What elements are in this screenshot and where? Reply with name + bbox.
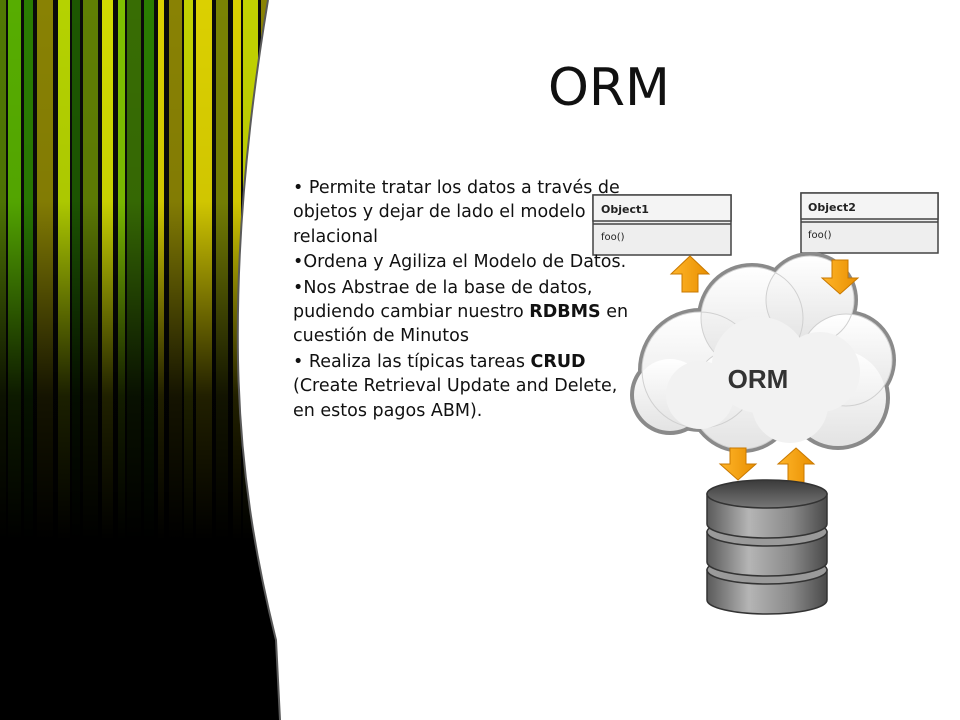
arrow-down-icon xyxy=(820,259,860,295)
slide-title: ORM xyxy=(548,58,670,118)
cloud-icon: ORM xyxy=(630,252,896,453)
bullet-list: • Permite tratar los datos a través de o… xyxy=(293,176,638,424)
orm-diagram: Object1 foo() Object2 foo() xyxy=(592,192,939,615)
decorative-curtain-art xyxy=(0,0,281,720)
object2-name: Object2 xyxy=(808,201,856,214)
bullet-item: • Realiza las típicas tareas CRUD (Creat… xyxy=(293,350,638,423)
object2-class-box: Object2 foo() xyxy=(800,192,939,254)
arrow-up-icon xyxy=(776,447,816,483)
bullet-item: • Permite tratar los datos a través de o… xyxy=(293,176,638,249)
object1-name: Object1 xyxy=(601,203,649,216)
arrow-down-icon xyxy=(718,447,758,481)
bullet-text: •Ordena y Agiliza el Modelo de Datos. xyxy=(293,252,627,273)
bullet-text: • Permite tratar los datos a través de o… xyxy=(293,178,620,247)
object1-class-box: Object1 foo() xyxy=(592,194,732,256)
database-icon xyxy=(706,479,828,615)
cloud-label: ORM xyxy=(728,364,789,394)
arrow-up-icon xyxy=(669,255,711,293)
bullet-emphasis: RDBMS xyxy=(529,302,601,323)
bullet-text: (Create Retrieval Update and Delete, en … xyxy=(293,376,618,421)
bullet-text: • Realiza las típicas tareas xyxy=(293,351,531,372)
bullet-text: en cuestión de Minutos xyxy=(293,302,629,347)
object1-method: foo() xyxy=(601,232,625,243)
bullet-item: •Nos Abstrae de la base de datos, pudien… xyxy=(293,276,638,349)
bullet-text: •Nos Abstrae de la base de datos, pudien… xyxy=(293,277,593,323)
bullet-item: •Ordena y Agiliza el Modelo de Datos. xyxy=(293,250,638,274)
bullet-emphasis: CRUD xyxy=(530,351,586,372)
object2-method: foo() xyxy=(808,230,832,241)
